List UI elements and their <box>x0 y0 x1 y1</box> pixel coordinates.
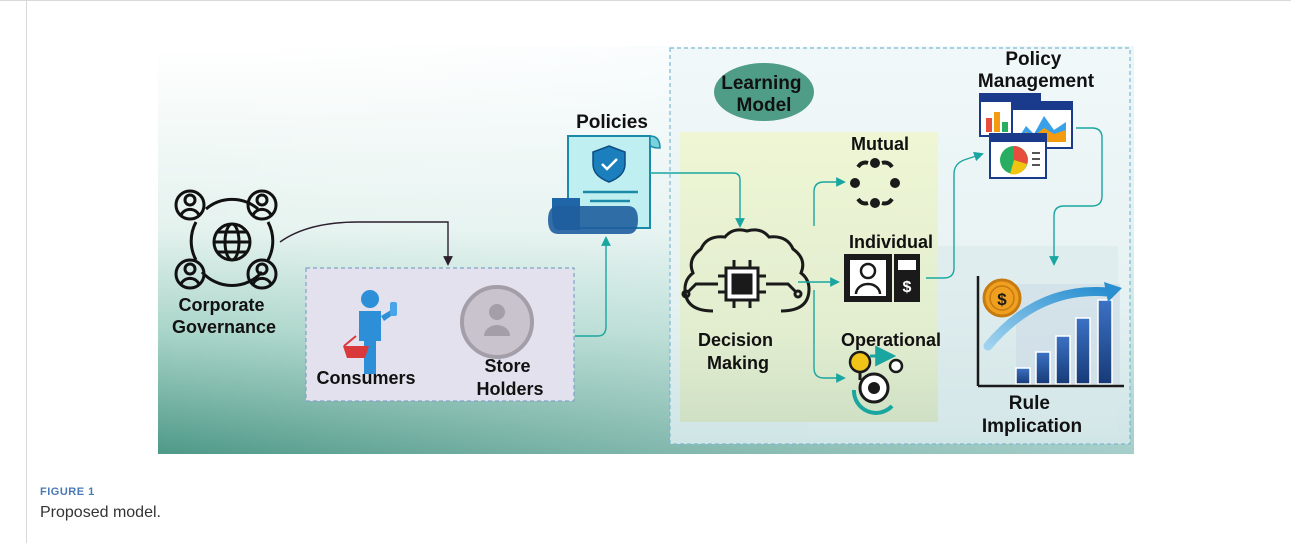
corporate-governance-icon <box>174 189 278 290</box>
figure-caption: Proposed model. <box>40 504 161 521</box>
individual-icon: $ <box>844 254 920 302</box>
figure-label: FIGURE 1 <box>40 486 95 498</box>
learning-model-oval <box>714 63 814 121</box>
svg-text:$: $ <box>903 279 912 296</box>
page-top-rule <box>0 0 1291 1</box>
operational-label: Operational <box>841 330 941 350</box>
connector-policy-management-to-rule <box>1049 127 1103 266</box>
connector-individual-to-policy-management <box>926 151 984 279</box>
connector-stakeholders-to-policies <box>575 236 611 337</box>
store-holders-label: Store Holders <box>476 356 543 399</box>
policy-management-label: Policy Management <box>978 49 1095 92</box>
policies-label: Policies <box>576 112 648 133</box>
policies-icon <box>548 135 661 234</box>
connector-governance-to-stakeholders <box>279 221 453 266</box>
connector-decision-to-operational <box>813 290 846 383</box>
mutual-label: Mutual <box>851 134 909 154</box>
operational-icon <box>848 345 904 415</box>
decision-making-label: Decision Making <box>698 330 778 373</box>
policy-management-icon <box>979 93 1073 179</box>
store-holder-icon <box>460 285 534 359</box>
rule-implication-label: Rule Implication <box>982 393 1082 437</box>
consumer-icon <box>343 290 397 374</box>
individual-label: Individual <box>849 232 933 252</box>
consumers-label: Consumers <box>316 368 415 388</box>
connector-decision-to-mutual <box>813 177 846 226</box>
corporate-governance-label: Corporate Governance <box>172 295 276 337</box>
decision-making-icon <box>681 228 811 313</box>
rule-implication-icon: $ <box>976 276 1124 388</box>
proposed-model-diagram: Learning Model Corporate Governance <box>158 46 1134 454</box>
learning-model-label: Learning Model <box>721 73 807 116</box>
connector-policies-to-decision <box>650 172 745 228</box>
svg-text:$: $ <box>997 290 1007 309</box>
mutual-icon <box>850 158 900 208</box>
page-left-rule <box>26 0 27 543</box>
